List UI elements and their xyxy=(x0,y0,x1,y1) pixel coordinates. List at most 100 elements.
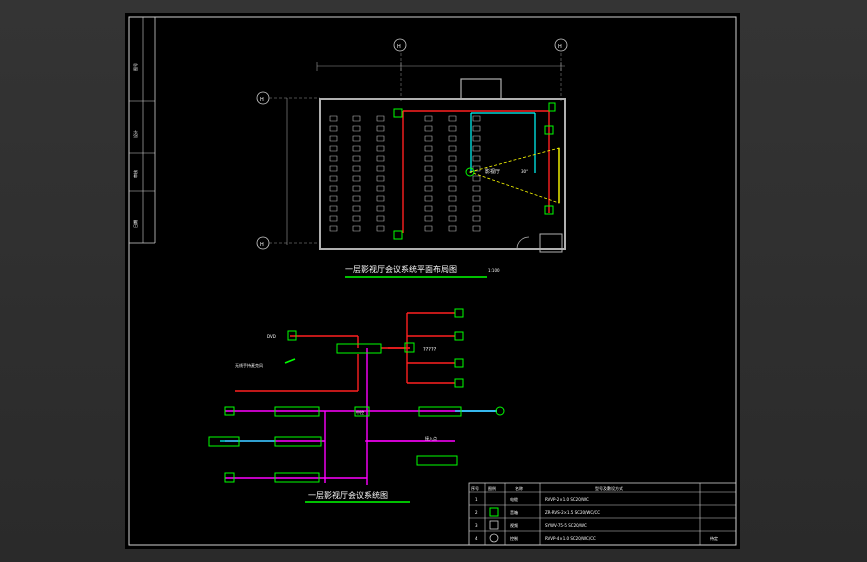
axis-bubble-top-left: H xyxy=(393,38,407,52)
legend-row-no: 2 xyxy=(475,510,478,515)
legend-row-spec: RVVP-4×1.0 SC20/WC/CC xyxy=(545,536,596,541)
wireless-mic-label: 无线手持麦克风 xyxy=(235,362,263,368)
amplifier-icon xyxy=(404,342,415,353)
seat xyxy=(376,135,385,142)
seat xyxy=(352,175,361,182)
speaker-icon xyxy=(454,378,464,388)
axis-bubble-top-right: H xyxy=(554,38,568,52)
center-box xyxy=(354,406,370,417)
drawing-canvas: 图号 设计 审核 日期 H xyxy=(128,16,737,546)
output-icon xyxy=(489,533,499,543)
seat xyxy=(448,155,457,162)
seat xyxy=(329,165,338,172)
legend-header-no: 序号 xyxy=(471,485,479,491)
seat xyxy=(352,155,361,162)
seat xyxy=(329,125,338,132)
title-block-text-4: 日期 xyxy=(132,220,138,228)
seat xyxy=(472,155,481,162)
axis-bubble-left-upper: H xyxy=(256,91,270,105)
switcher-box xyxy=(274,406,320,417)
seat xyxy=(472,115,481,122)
dvd-label: DVD xyxy=(267,334,276,339)
inner-frame xyxy=(128,16,737,546)
seat xyxy=(329,185,338,192)
legend-row-spec: ZR-RVS-2×1.5 SC20/WC/CC xyxy=(545,510,600,515)
legend-table: 序号 图例 名称 型号及敷设方式 1 电缆 RVVP-2×1.0 SC20/WC… xyxy=(468,482,737,546)
seat xyxy=(424,115,433,122)
seat xyxy=(352,225,361,232)
seat xyxy=(424,205,433,212)
panel-icon xyxy=(489,520,499,530)
seat xyxy=(424,185,433,192)
svg-text:H: H xyxy=(260,97,264,103)
seat xyxy=(376,115,385,122)
seat xyxy=(448,205,457,212)
seat xyxy=(448,115,457,122)
legend-row-name: 视频 xyxy=(510,522,518,528)
seat xyxy=(448,185,457,192)
room-walls xyxy=(319,98,566,250)
seat xyxy=(376,185,385,192)
title-block-text-2: 设计 xyxy=(132,130,138,138)
seat xyxy=(376,165,385,172)
seat xyxy=(329,175,338,182)
seat xyxy=(376,205,385,212)
seat xyxy=(448,165,457,172)
projection-booth xyxy=(460,78,502,100)
legend-footer: 待定 xyxy=(710,535,718,541)
seat xyxy=(448,135,457,142)
screen-label: 影视厅 xyxy=(485,168,500,175)
seat xyxy=(472,215,481,222)
title-block-text-1: 图号 xyxy=(132,63,138,71)
door xyxy=(539,233,563,253)
control-box xyxy=(416,455,458,466)
seat xyxy=(424,195,433,202)
decoder-box xyxy=(274,472,320,483)
seat xyxy=(424,155,433,162)
seat xyxy=(472,145,481,152)
mixer-box xyxy=(336,343,382,354)
output-box xyxy=(418,406,462,417)
seat xyxy=(352,115,361,122)
dvd-icon xyxy=(287,330,297,341)
seat xyxy=(376,125,385,132)
legend-row-no: 1 xyxy=(475,497,478,502)
svg-text:H: H xyxy=(397,44,401,50)
projector-icon xyxy=(465,167,475,177)
drawing-sheet: 图号 设计 审核 日期 H xyxy=(125,13,740,549)
seat xyxy=(424,165,433,172)
seat xyxy=(352,195,361,202)
seat xyxy=(448,215,457,222)
seat xyxy=(329,115,338,122)
panel-icon xyxy=(548,102,556,112)
angle-label: 30° xyxy=(521,169,528,174)
seat xyxy=(472,195,481,202)
input-box xyxy=(208,436,240,447)
outlet-label: 接入点 xyxy=(425,435,437,441)
seat xyxy=(472,205,481,212)
seat xyxy=(448,175,457,182)
seat xyxy=(352,165,361,172)
seat xyxy=(329,195,338,202)
seat xyxy=(472,175,481,182)
title-block-text-3: 审核 xyxy=(132,170,138,178)
speaker-icon xyxy=(489,507,499,517)
seat xyxy=(424,215,433,222)
speaker-icon xyxy=(393,230,403,240)
seat xyxy=(329,225,338,232)
speaker-icon xyxy=(544,125,554,135)
seat xyxy=(329,205,338,212)
seat xyxy=(448,125,457,132)
system-diagram-title: 一层影视厅会议系统图 xyxy=(308,490,388,500)
projector-question: ????? xyxy=(423,347,437,353)
seat xyxy=(472,185,481,192)
legend-header-symbol: 图例 xyxy=(488,485,496,491)
speaker-icon xyxy=(454,358,464,368)
wireless-mic-icon xyxy=(284,358,296,364)
seat xyxy=(424,145,433,152)
seat xyxy=(329,215,338,222)
processor-box xyxy=(274,436,322,447)
device-icon xyxy=(224,472,235,483)
seat xyxy=(424,125,433,132)
floor-plan: H H H H xyxy=(256,38,568,278)
